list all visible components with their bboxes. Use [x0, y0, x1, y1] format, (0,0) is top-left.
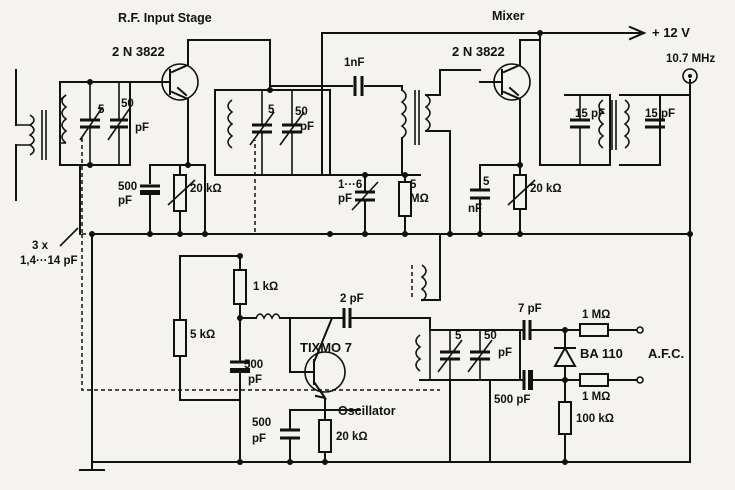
if-output-jack	[682, 68, 698, 84]
osc-transistor-label: TIXMO 7	[300, 340, 352, 355]
mixer-fet	[479, 32, 541, 166]
if-output-label: 10.7 MHz	[666, 53, 715, 65]
ground-rail	[79, 233, 691, 471]
rf-src-res-label: 20 kΩ	[190, 183, 222, 195]
mixer-bias-network	[329, 172, 421, 235]
mix-src-cap-label: 5	[483, 176, 490, 188]
r5m-unit: MΩ	[410, 193, 429, 205]
rf-tank-trim-b-label: 50	[121, 98, 134, 110]
osc-transistor	[289, 317, 346, 419]
rf-input-tank	[59, 79, 161, 235]
mixer-fet-label: 2 N 3822	[452, 44, 505, 59]
mix-src-res-label: 20 kΩ	[530, 183, 562, 195]
rf-tank-trim-a-label: 5	[98, 104, 105, 116]
osc-500a-unit: pF	[248, 374, 262, 386]
rf-fet-label: 2 N 3822	[112, 44, 165, 59]
osc-500a-label: 500	[244, 359, 263, 371]
osc-emitter-network	[280, 409, 361, 463]
gang-range-label: 1,4···14 pF	[20, 255, 78, 267]
oscillator-bias	[173, 253, 250, 463]
rf-src-cap-label: 500	[118, 181, 137, 193]
coupling-cap	[269, 76, 403, 96]
afc-1m-b-label: 1 MΩ	[582, 391, 610, 403]
rf-fet	[159, 39, 271, 166]
upper-ground-line	[89, 79, 693, 463]
afc-1m-a-label: 1 MΩ	[582, 309, 610, 321]
afc-100k-label: 100 kΩ	[576, 413, 614, 425]
if-transformer	[539, 32, 691, 166]
oscillator-link	[411, 233, 441, 302]
mix-src-cap-unit: nF	[468, 203, 482, 215]
coupling-cap-label: 1nF	[344, 57, 364, 69]
rf2-trim-b-label: 50	[295, 106, 308, 118]
osc-emit-res-label: 20 kΩ	[336, 431, 368, 443]
mixer-heading: Mixer	[492, 9, 525, 23]
osc-500b-label: 500	[252, 417, 271, 429]
rf2-trim-a-label: 5	[268, 104, 275, 116]
rf2-trim-unit: pF	[300, 121, 314, 133]
rf-src-cap-unit: pF	[118, 195, 132, 207]
osc-choke	[239, 313, 291, 320]
supply-label: + 12 V	[652, 25, 690, 40]
diode-label: BA 110	[580, 346, 623, 361]
supply-rail	[321, 25, 647, 41]
mixer-input-transformer	[400, 69, 481, 235]
osc-trim-a-label: 5	[455, 330, 462, 342]
afc-heading: A.F.C.	[648, 346, 684, 361]
rf-stage-heading: R.F. Input Stage	[118, 11, 212, 25]
osc-feedback-cap	[289, 308, 431, 331]
osc-trim-b-label: 50	[484, 330, 497, 342]
r5m-label: 5	[410, 179, 417, 191]
osc-500b-unit: pF	[252, 433, 266, 445]
if-cap-1-label: 15 pF	[575, 108, 605, 120]
oscillator-heading: Oscillator	[338, 404, 396, 418]
afc-7pf-label: 7 pF	[518, 303, 542, 315]
antenna-input	[15, 69, 47, 201]
trim-1-6-label: 1···6	[338, 179, 362, 191]
osc-1k-label: 1 kΩ	[253, 281, 278, 293]
osc-trim-unit: pF	[498, 347, 512, 359]
mixer-source-network	[470, 162, 536, 235]
afc-network	[489, 320, 644, 463]
rf-tank-trim-unit: pF	[135, 122, 149, 134]
rf-source-network	[140, 162, 206, 235]
osc-5k-label: 5 kΩ	[190, 329, 215, 341]
osc-2pf-label: 2 pF	[340, 293, 364, 305]
gang-count-label: 3 x	[32, 240, 49, 252]
if-cap-2-label: 15 pF	[645, 108, 675, 120]
afc-500pf-label: 500 pF	[494, 394, 530, 406]
trim-1-6-unit: pF	[338, 193, 352, 205]
